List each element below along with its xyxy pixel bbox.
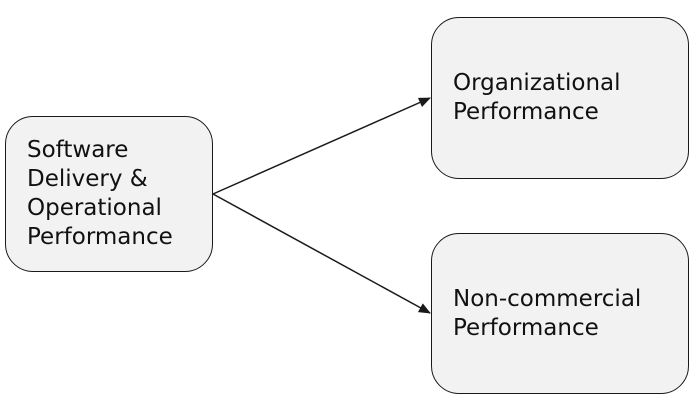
node-organizational-performance-label: Organizational Performance (453, 70, 621, 125)
arrow-to-organizational-performance (212, 97, 431, 195)
node-non-commercial-performance-label: Non-commercial Performance (453, 285, 642, 341)
node-software-delivery: Software Delivery & Operational Performa… (5, 116, 213, 272)
node-organizational-performance: Organizational Performance (431, 17, 689, 179)
arrow-to-non-commercial-performance (212, 193, 431, 314)
node-non-commercial-performance: Non-commercial Performance (431, 233, 689, 394)
node-software-delivery-label: Software Delivery & Operational Performa… (27, 137, 173, 250)
